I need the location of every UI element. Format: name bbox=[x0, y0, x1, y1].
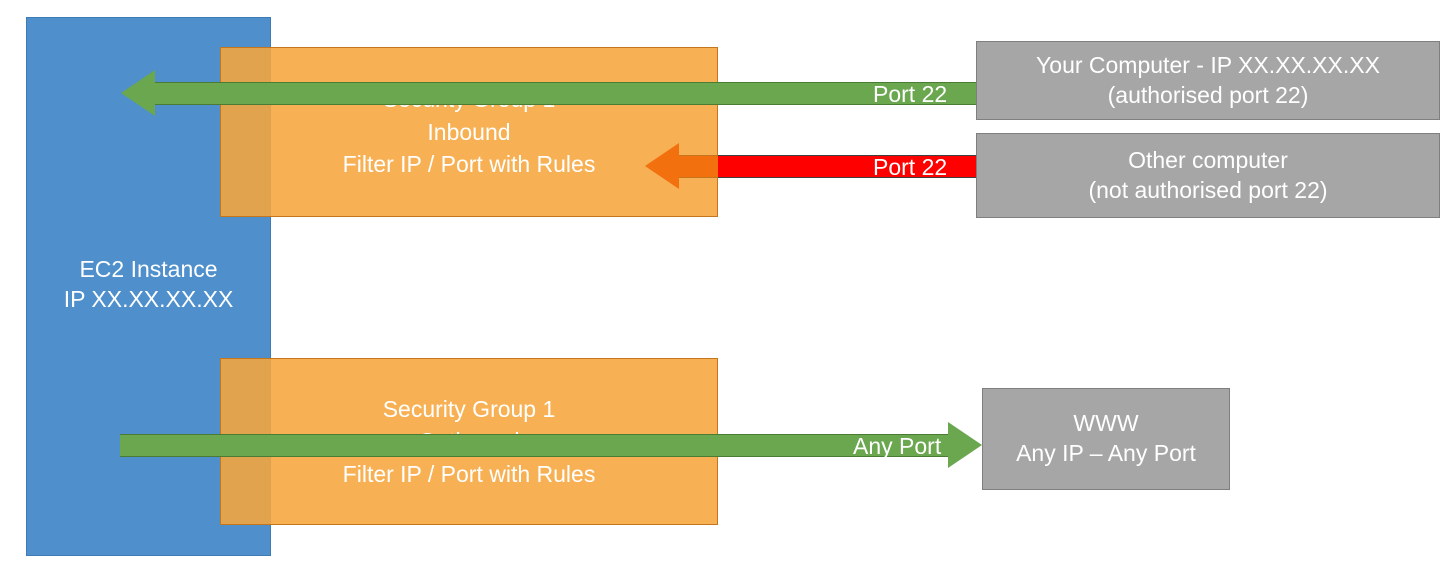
security-group-inbound-direction: Inbound bbox=[427, 118, 511, 145]
www-line1: WWW bbox=[1073, 410, 1139, 437]
other-computer-box: Other computer (not authorised port 22) bbox=[976, 133, 1440, 218]
allowed-outbound-arrow-head-icon bbox=[948, 422, 982, 468]
blocked-inbound-arrow-head-icon bbox=[645, 143, 679, 189]
security-group-outbound-rule: Filter IP / Port with Rules bbox=[342, 460, 596, 487]
ec2-instance-name: EC2 Instance bbox=[79, 256, 218, 282]
other-computer-line1: Other computer bbox=[1128, 146, 1288, 173]
allowed-outbound-port-label: Any Port bbox=[853, 433, 942, 459]
blocked-inbound-arrow-shaft-inside-sg bbox=[679, 155, 718, 178]
ec2-instance-ip: IP XX.XX.XX.XX bbox=[63, 285, 234, 312]
security-group-inbound-rule: Filter IP / Port with Rules bbox=[342, 151, 596, 178]
your-computer-box: Your Computer - IP XX.XX.XX.XX (authoris… bbox=[976, 41, 1440, 120]
blocked-inbound-arrow-shaft bbox=[718, 155, 976, 178]
your-computer-line1: Your Computer - IP XX.XX.XX.XX bbox=[1036, 51, 1380, 78]
allowed-inbound-arrow-shaft bbox=[155, 82, 976, 105]
your-computer-line2: (authorised port 22) bbox=[1107, 81, 1309, 108]
www-box: WWW Any IP – Any Port bbox=[982, 388, 1230, 490]
security-group-inbound-box: Security Group 1 Inbound Filter IP / Por… bbox=[220, 47, 718, 217]
other-computer-line2: (not authorised port 22) bbox=[1088, 176, 1328, 203]
blocked-inbound-port-label: Port 22 bbox=[873, 154, 948, 180]
security-group-outbound-name: Security Group 1 bbox=[382, 395, 556, 422]
www-line2: Any IP – Any Port bbox=[1016, 440, 1196, 466]
allowed-inbound-port-label: Port 22 bbox=[873, 81, 948, 107]
allowed-inbound-arrow-head-icon bbox=[121, 70, 155, 116]
allowed-outbound-arrow-shaft bbox=[120, 434, 948, 457]
